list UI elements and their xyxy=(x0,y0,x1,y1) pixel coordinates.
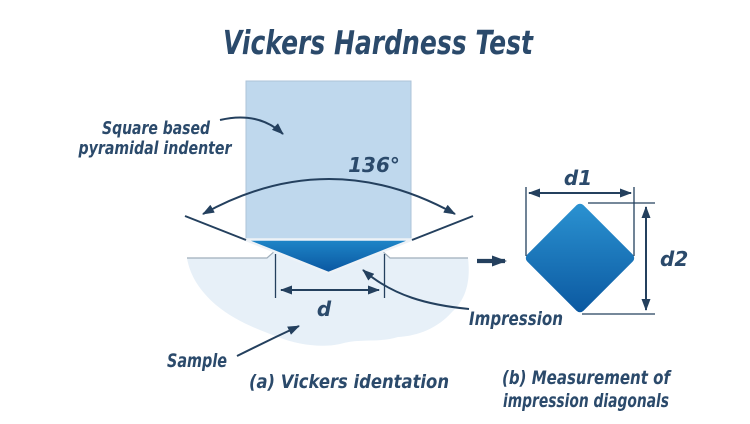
sample-label: Sample xyxy=(167,350,227,372)
angle-label: 136° xyxy=(348,153,400,177)
impression-diamond xyxy=(525,203,635,313)
caption-figure-b-line2: impression diagonals xyxy=(503,390,669,412)
indenter-label-arrow xyxy=(219,116,284,135)
d1-label: d1 xyxy=(564,166,592,190)
caption-figure-b-line1: (b) Measurement of xyxy=(502,367,672,389)
angle-arc-arrow xyxy=(202,178,456,215)
angle-line-right xyxy=(411,215,474,241)
impression-label-arrow xyxy=(362,269,470,310)
impression-label: Impression xyxy=(469,308,563,330)
sample-label-arrow xyxy=(236,325,300,357)
indenter-label-line2: pyramidal indenter xyxy=(78,138,233,159)
indenter-label-line1: Square based xyxy=(102,118,211,139)
sample-shape xyxy=(187,250,469,346)
angle-line-left xyxy=(184,215,247,241)
page-title: Vickers Hardness Test xyxy=(223,23,534,62)
d-label: d xyxy=(317,297,332,321)
d2-label: d2 xyxy=(660,247,688,271)
pyramid-tip xyxy=(243,238,414,275)
caption-figure-a: (a) Vickers identation xyxy=(249,371,449,393)
